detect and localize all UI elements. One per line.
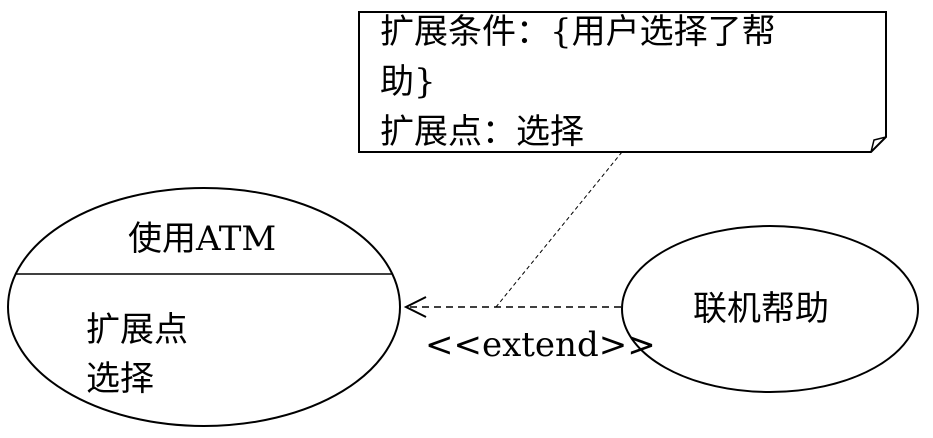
note-box [358, 11, 887, 153]
note-anchor-line [495, 151, 623, 308]
extending-use-case-ellipse [621, 225, 919, 393]
extend-stereotype-label: <<extend>> [425, 325, 656, 365]
note-condition-line: 扩展条件：{用户选择了帮 [380, 12, 776, 52]
note-extension-point-line: 扩展点：选择 [380, 112, 584, 152]
base-use-case-name: 使用ATM [128, 219, 277, 259]
extend-arrowhead [403, 296, 427, 318]
extending-use-case-name: 联机帮助 [693, 289, 829, 329]
note-condition-line-continued: 助} [380, 62, 436, 102]
base-use-case-ellipse [7, 187, 401, 427]
extension-point-item: 选择 [86, 359, 154, 399]
note-fold [870, 136, 887, 153]
note-text: 扩展条件：{用户选择了帮 助} 扩展点：选择 [380, 7, 776, 157]
extension-points-heading: 扩展点 [86, 310, 188, 350]
